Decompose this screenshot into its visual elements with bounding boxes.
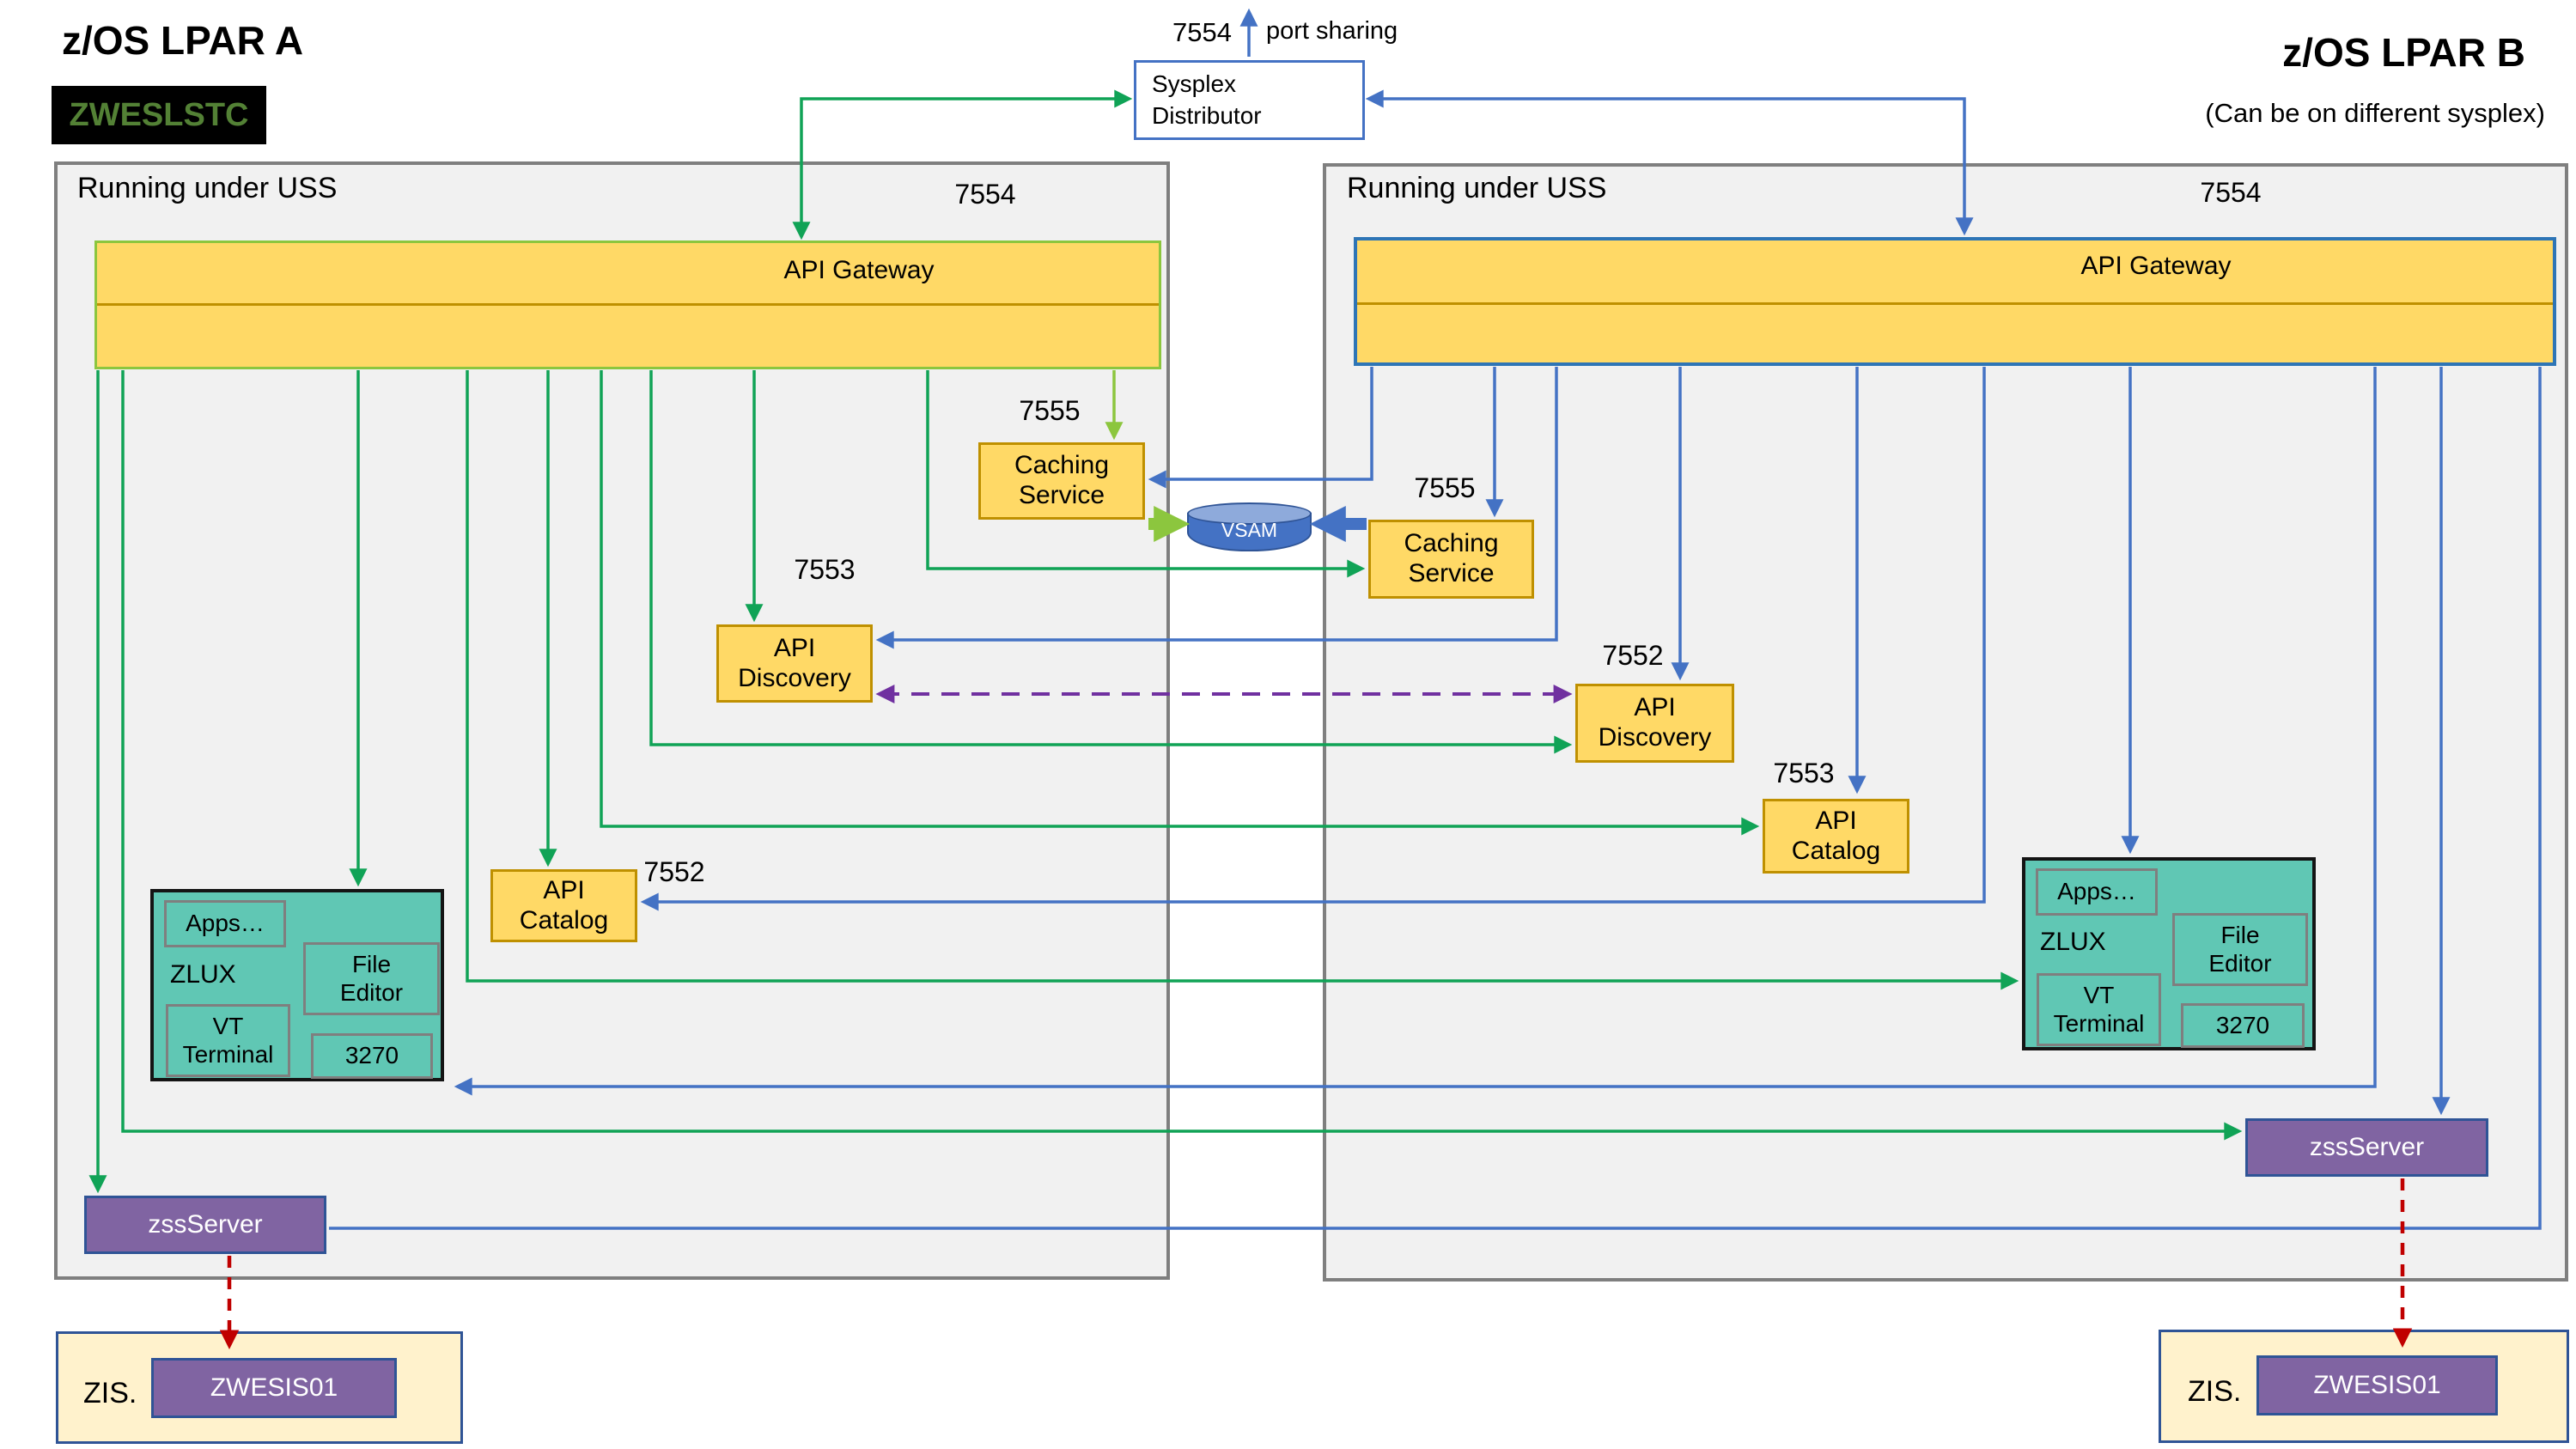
lpar-b-zlux-3270-box: 3270 bbox=[2181, 1003, 2305, 1048]
lpar-b-zwesis01-box: ZWESIS01 bbox=[2256, 1355, 2498, 1416]
lpar-b-title: z/OS LPAR B bbox=[2282, 30, 2525, 75]
lpar-a-catalog-label: API Catalog bbox=[519, 875, 609, 935]
lpar-a-discovery-label: API Discovery bbox=[738, 633, 851, 692]
lpar-b-zlux-vt-terminal-box: VT Terminal bbox=[2037, 973, 2161, 1046]
lpar-b-zis-label: ZIS. bbox=[2188, 1375, 2242, 1408]
port-sharing-label: port sharing bbox=[1266, 17, 1398, 45]
sysplex-distributor-box: Sysplex Distributor bbox=[1134, 60, 1365, 140]
lpar-b-gateway-label: API Gateway bbox=[2080, 252, 2232, 280]
lpar-b-discovery-label: API Discovery bbox=[1598, 693, 1712, 752]
zweslstc-badge: ZWESLSTC bbox=[52, 86, 266, 144]
lpar-b-zss-server-box: zssServer bbox=[2245, 1118, 2488, 1177]
lpar-a-api-discovery-box: API Discovery bbox=[716, 624, 873, 703]
lpar-a-gateway-label: API Gateway bbox=[783, 256, 935, 284]
lpar-b-catalog-port: 7553 bbox=[1773, 758, 1835, 788]
lpar-b-zlux-apps-box: Apps… bbox=[2036, 868, 2158, 916]
lpar-b-gateway-divider bbox=[1357, 302, 2553, 305]
vsam-label: VSAM bbox=[1221, 519, 1278, 541]
lpar-a-api-catalog-box: API Catalog bbox=[490, 869, 637, 942]
lpar-a-discovery-port: 7553 bbox=[794, 554, 856, 585]
lpar-a-caching-label: Caching Service bbox=[1014, 451, 1110, 509]
lpar-b-api-discovery-box: API Discovery bbox=[1575, 684, 1734, 763]
lpar-b-subtitle: (Can be on different sysplex) bbox=[2205, 98, 2545, 128]
lpar-b-zis-box: ZIS. ZWESIS01 bbox=[2159, 1330, 2569, 1443]
lpar-a-zlux-3270-box: 3270 bbox=[311, 1033, 433, 1079]
lpar-b-zlux-file-editor-box: File Editor bbox=[2172, 913, 2308, 986]
lpar-b-api-gateway-box: API Gateway bbox=[1354, 237, 2556, 366]
lpar-a-zlux-container: Apps… ZLUX File Editor VT Terminal 3270 bbox=[150, 889, 444, 1081]
lpar-a-zwesis01-box: ZWESIS01 bbox=[151, 1358, 397, 1418]
lpar-b-discovery-port: 7552 bbox=[1602, 640, 1664, 671]
lpar-a-uss-label: Running under USS bbox=[77, 172, 338, 204]
lpar-a-vt-terminal-label: VT Terminal bbox=[182, 1013, 274, 1068]
lpar-a-caching-service-box: Caching Service bbox=[978, 442, 1145, 520]
lpar-a-zis-box: ZIS. ZWESIS01 bbox=[56, 1331, 463, 1444]
lpar-a-gateway-port: 7554 bbox=[954, 179, 1016, 210]
lpar-a-file-editor-label: File Editor bbox=[339, 951, 404, 1006]
lpar-b-api-catalog-box: API Catalog bbox=[1763, 799, 1909, 874]
lpar-b-vt-terminal-label: VT Terminal bbox=[2053, 982, 2145, 1037]
lpar-a-api-gateway-box: API Gateway bbox=[94, 240, 1161, 369]
distributor-port-label: 7554 bbox=[1172, 17, 1232, 47]
lpar-b-uss-label: Running under USS bbox=[1347, 172, 1607, 204]
lpar-b-zlux-label: ZLUX bbox=[2040, 928, 2106, 956]
lpar-b-caching-label: Caching Service bbox=[1404, 529, 1499, 588]
sysplex-distributor-label: Sysplex Distributor bbox=[1152, 70, 1262, 129]
lpar-b-file-editor-label: File Editor bbox=[2208, 922, 2272, 977]
lpar-b-zlux-container: Apps… ZLUX File Editor VT Terminal 3270 bbox=[2022, 857, 2316, 1050]
lpar-b-catalog-label: API Catalog bbox=[1791, 806, 1881, 865]
lpar-a-zss-server-box: zssServer bbox=[84, 1196, 326, 1254]
lpar-a-zlux-apps-box: Apps… bbox=[164, 900, 286, 947]
lpar-a-zis-label: ZIS. bbox=[83, 1377, 137, 1409]
lpar-b-gateway-port: 7554 bbox=[2200, 177, 2262, 208]
lpar-a-zlux-label: ZLUX bbox=[170, 960, 236, 989]
lpar-b-caching-service-box: Caching Service bbox=[1368, 520, 1534, 599]
lpar-a-gateway-divider bbox=[97, 303, 1159, 306]
lpar-a-zlux-file-editor-box: File Editor bbox=[303, 942, 440, 1015]
lpar-a-title: z/OS LPAR A bbox=[62, 18, 304, 63]
lpar-b-caching-port: 7555 bbox=[1414, 472, 1476, 503]
lpar-a-zlux-vt-terminal-box: VT Terminal bbox=[166, 1004, 290, 1077]
lpar-a-catalog-port: 7552 bbox=[643, 856, 705, 887]
lpar-a-caching-port: 7555 bbox=[1019, 395, 1081, 426]
